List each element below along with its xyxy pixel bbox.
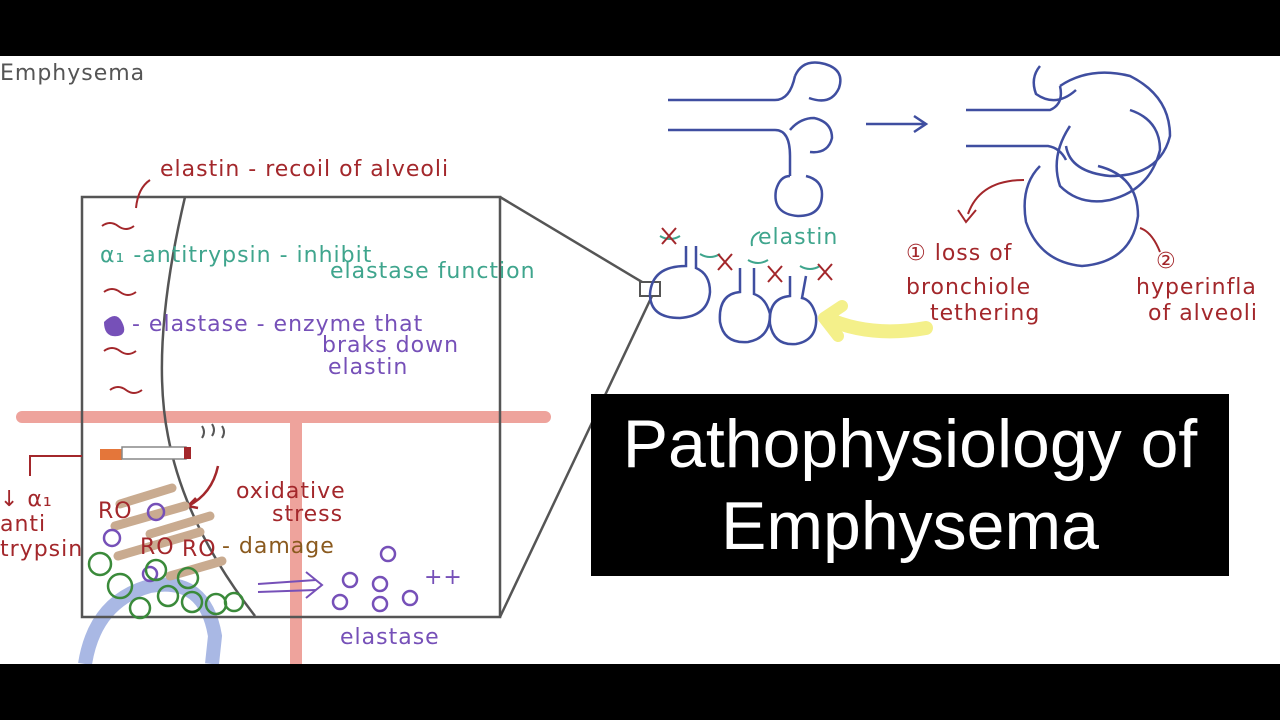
a1-antitrypsin-label: α₁ -antitrypsin - inhibit: [100, 243, 372, 268]
zoom-box: [80, 195, 502, 619]
highlight-arrow: [819, 311, 933, 339]
elastase-elastin-label: elastin: [328, 355, 408, 380]
released-elastase-molecules: [331, 545, 419, 613]
elastin-recoil-label: elastin - recoil of alveoli: [160, 157, 449, 182]
ro-label-2: RO: [140, 535, 175, 560]
topic-label: Emphysema: [0, 61, 145, 86]
title-banner: Pathophysiology of Emphysema: [591, 394, 1229, 576]
diagram-drawing: Emphysema elastin - recoil of alveoli α₁…: [0, 61, 1258, 664]
elastase-molecules-in-box: [102, 502, 166, 583]
elastin-cut-marks: [661, 227, 833, 283]
reduced-a1-line3: trypsin: [0, 537, 83, 562]
alveoli-label: of alveoli: [1148, 301, 1258, 326]
tethering-pointer: [967, 179, 1025, 215]
reduced-a1-pointer: [29, 455, 82, 476]
elastin-pointer: [135, 179, 151, 209]
cigarette-icon: [100, 423, 225, 460]
neutrophil-cells: [87, 551, 245, 620]
elastase-label: - elastase - enzyme that: [132, 312, 423, 337]
elastase-bottom-label: elastase: [340, 625, 440, 650]
hyperinflation-pointer: [1139, 227, 1161, 253]
damage-label: - damage: [222, 534, 335, 559]
hyperinflation-label: hyperinfla: [1136, 275, 1257, 300]
bronchiole-label: bronchiole: [906, 275, 1031, 300]
title-line-1: Pathophysiology of: [622, 406, 1198, 482]
alveoli-group: [648, 246, 818, 346]
elastin-top-label: elastin: [758, 225, 838, 250]
alveolar-wall-curve: [160, 196, 256, 617]
elastin-wave-4: [109, 386, 143, 394]
loss-of-label: ① loss of: [906, 241, 1013, 266]
tethering-label: tethering: [930, 301, 1040, 326]
release-arrow: [257, 571, 324, 599]
reduced-a1-line2: anti: [0, 512, 46, 537]
elastase-marker: [104, 316, 125, 337]
hyperinflation-number: ②: [1156, 249, 1177, 274]
zoom-line-bottom: [498, 295, 654, 618]
ro-label-3: RO: [182, 537, 217, 562]
elastin-wave-1: [101, 222, 135, 230]
elastin-wave-3: [103, 347, 137, 355]
emphysema-bronchiole-tree: [966, 65, 1172, 268]
stress-label: stress: [272, 502, 343, 527]
inhibit-function-label: elastase function: [330, 259, 536, 284]
normal-bronchiole-tree: [668, 61, 842, 218]
ro-label-1: RO: [98, 499, 133, 524]
increase-marker: ++: [424, 565, 463, 590]
title-line-2: Emphysema: [721, 488, 1099, 564]
oxidative-label: oxidative: [236, 479, 346, 504]
elastin-wave-2: [103, 288, 137, 296]
elastase-breaks-label: braks down: [322, 333, 459, 358]
reduced-a1-line1: ↓ α₁: [0, 487, 53, 512]
blood-vessel-arc: [78, 577, 223, 664]
zoom-line-top: [499, 195, 643, 284]
